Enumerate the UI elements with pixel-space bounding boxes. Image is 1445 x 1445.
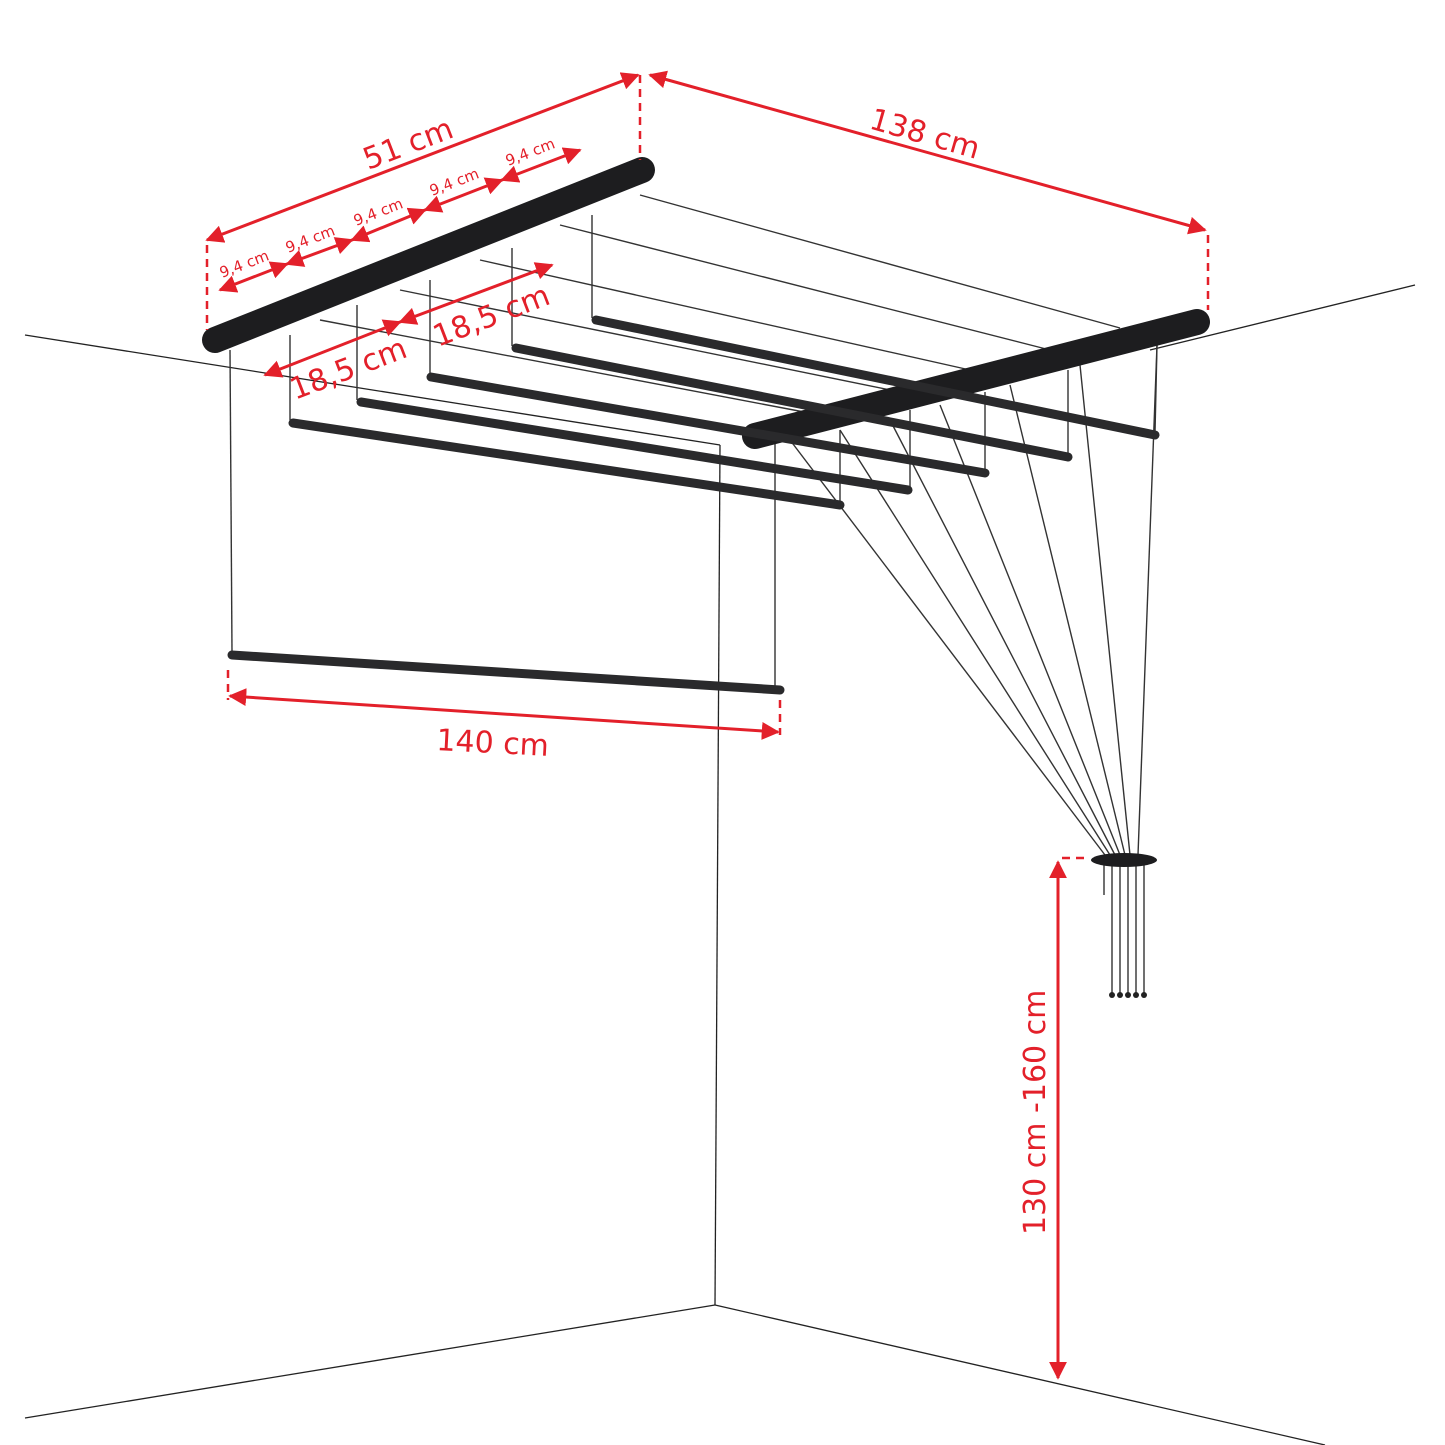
handle-height-label: 130 cm -160 cm xyxy=(1018,990,1053,1235)
depth-label: 51 cm xyxy=(358,111,458,177)
dimension-lines xyxy=(205,70,1210,1380)
wall-corner xyxy=(714,444,721,1306)
cord-lock-handle xyxy=(1091,853,1157,867)
cord-ends xyxy=(1109,992,1147,998)
room-lines xyxy=(24,284,1416,1445)
large-gap-label-2: 18,5 cm xyxy=(428,278,554,354)
rod-4 xyxy=(356,397,913,495)
rod-lowered xyxy=(227,650,785,695)
rod-length-label: 140 cm xyxy=(436,723,550,764)
right-floor-edge xyxy=(714,1304,1326,1445)
left-ceiling-edge xyxy=(24,334,721,446)
left-ceiling-bracket xyxy=(202,157,655,353)
bracket-spacing-label: 138 cm xyxy=(866,102,984,167)
rod-1 xyxy=(591,315,1160,440)
right-ceiling-bracket xyxy=(742,309,1210,449)
left-floor-edge xyxy=(24,1304,716,1419)
cords xyxy=(229,194,1158,995)
right-ceiling-edge xyxy=(1149,284,1416,351)
rod-5 xyxy=(288,418,845,510)
gap-label-3: 9,4 cm xyxy=(351,194,406,229)
gap-label-4: 9,4 cm xyxy=(427,164,482,199)
gap-label-2: 9,4 cm xyxy=(283,221,338,256)
drying-rods xyxy=(227,315,1160,695)
gap-label-1: 9,4 cm xyxy=(217,246,272,281)
rod-2 xyxy=(511,343,1073,462)
rod-3 xyxy=(426,372,990,478)
gap-label-5: 9,4 cm xyxy=(503,134,558,169)
